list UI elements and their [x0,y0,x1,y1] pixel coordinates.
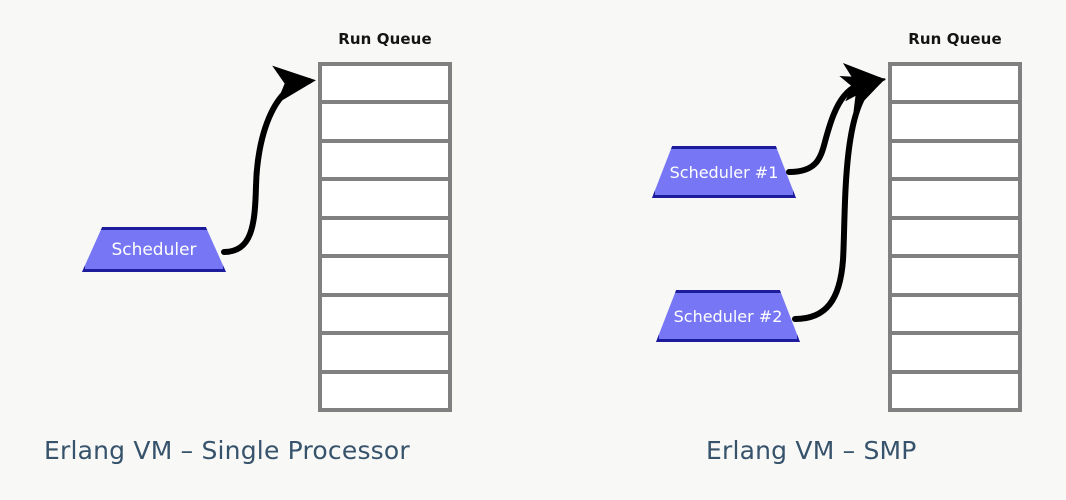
queue-cell [892,258,1018,297]
queue-cell [892,142,1018,182]
queue-cell [892,66,1018,105]
scheduler-2-label: Scheduler #2 [673,306,783,326]
run-queue-title-right: Run Queue [908,30,1002,48]
queue-cell [322,142,448,182]
caption-smp: Erlang VM – SMP [706,436,917,465]
queue-cell [892,181,1018,220]
queue-cell [892,219,1018,259]
run-queue-right [888,62,1022,412]
queue-cell [322,258,448,297]
arrow-scheduler2-to-queue [792,76,886,322]
queue-cell [892,104,1018,143]
queue-cell [322,335,448,374]
arrow-scheduler1-to-queue [786,62,886,175]
scheduler-shape: Scheduler [82,227,226,272]
scheduler-1-label: Scheduler #1 [669,162,779,182]
run-queue-title-left: Run Queue [338,30,432,48]
queue-cell [322,181,448,220]
queue-cell [322,296,448,336]
queue-cell [892,296,1018,336]
queue-cell [322,66,448,105]
scheduler-2-shape: Scheduler #2 [656,290,800,342]
queue-cell [322,219,448,259]
queue-cell [322,104,448,143]
arrow-scheduler-to-queue [221,65,316,255]
run-queue-left [318,62,452,412]
queue-cell [322,373,448,408]
scheduler-label: Scheduler [111,239,197,260]
queue-cell [892,335,1018,374]
queue-cell [892,373,1018,408]
scheduler-1-shape: Scheduler #1 [652,146,796,198]
caption-single-processor: Erlang VM – Single Processor [44,436,410,465]
